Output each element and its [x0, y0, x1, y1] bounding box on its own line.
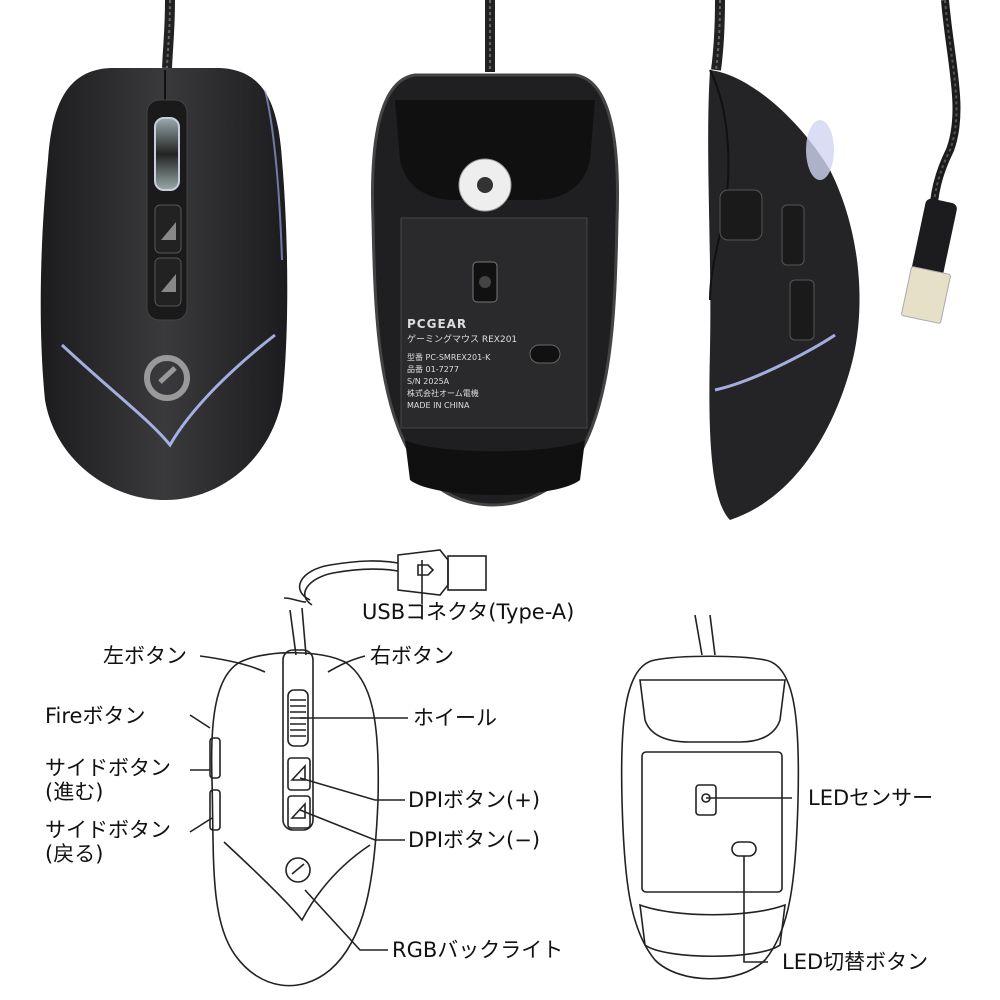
- photo-top-view: [0, 0, 330, 520]
- fire-button: [781, 204, 805, 266]
- label-side-forward: サイドボタン (進む): [45, 756, 171, 804]
- leader-dpi-minus: [299, 809, 405, 841]
- bottom-label-brand: PCGEAR: [407, 317, 468, 331]
- label-right-button: 右ボタン: [370, 644, 454, 668]
- photo-usb-plug: [880, 0, 1000, 520]
- label-wheel: ホイール: [413, 706, 497, 730]
- bottom-label-serial: S/N 2025A: [407, 377, 450, 386]
- rgb-backlight-strip: [60, 333, 276, 448]
- label-side-back: サイドボタン (戻る): [45, 818, 171, 866]
- label-fire-button: Fireボタン: [45, 704, 146, 728]
- leader-led-toggle: [743, 856, 768, 963]
- bottom-label-model: ゲーミングマウス REX201: [407, 335, 518, 345]
- bottom-label-origin: MADE IN CHINA: [407, 401, 470, 410]
- label-left-button: 左ボタン: [103, 644, 187, 668]
- leader-fire: [189, 714, 211, 729]
- label-led-sensor: LEDセンサー: [808, 786, 934, 810]
- photo-bottom-view: PCGEAR ゲーミングマウス REX201 型番 PC-SMREX201-K …: [355, 0, 645, 520]
- side-button-back: [789, 279, 815, 341]
- diagram-led-sensor: [695, 784, 717, 816]
- label-dpi-minus: DPIボタン(−): [408, 828, 541, 852]
- leader-right-button: [327, 655, 366, 673]
- logo-icon: [144, 355, 190, 401]
- label-led-toggle: LED切替ボタン: [782, 950, 929, 974]
- leader-dpi-plus: [299, 777, 405, 801]
- bottom-label-text: PCGEAR ゲーミングマウス REX201 型番 PC-SMREX201-K …: [407, 318, 517, 412]
- label-dpi-plus: DPIボタン(+): [408, 788, 541, 812]
- usb-plug-outline: [397, 549, 449, 596]
- leader-rgb: [304, 889, 388, 951]
- leader-side-back: [189, 817, 213, 833]
- label-rgb-backlight: RGBバックライト: [392, 938, 564, 962]
- label-side-forward-line2: (進む): [45, 780, 104, 805]
- label-side-back-line2: (戻る): [45, 842, 104, 867]
- bottom-label-item: 品番 01-7277: [407, 365, 459, 374]
- label-side-back-line1: サイドボタン: [45, 818, 171, 842]
- label-usb-connector: USBコネクタ(Type-A): [362, 600, 575, 624]
- parts-diagram: USBコネクタ(Type-A) 左ボタン 右ボタン Fireボタン ホイール サ…: [0, 520, 1000, 1000]
- bottom-label-company: 株式会社オーム電機: [407, 389, 479, 398]
- label-side-forward-line1: サイドボタン: [45, 756, 171, 780]
- leader-left-button: [199, 655, 266, 673]
- side-button-forward: [719, 189, 763, 241]
- led-toggle-button: [529, 344, 561, 364]
- scroll-wheel: [154, 117, 180, 191]
- diagram-mouse-bottom: [620, 655, 800, 980]
- diagram-led-toggle: [731, 841, 757, 857]
- photo-side-view: [670, 0, 870, 520]
- diagram-mouse-top: [210, 651, 380, 987]
- bottom-label-type: 型番 PC-SMREX201-K: [407, 353, 491, 362]
